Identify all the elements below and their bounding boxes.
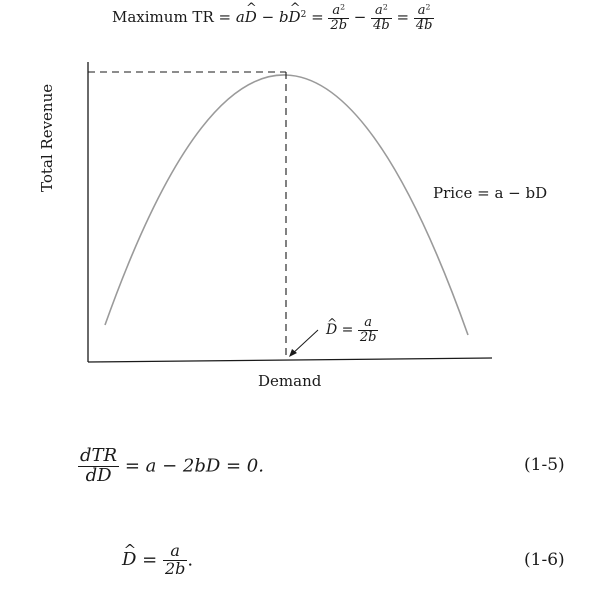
f1-den: 2b xyxy=(330,17,348,33)
dhat-den: 2b xyxy=(359,329,377,345)
fraction-a2-over-4b: a2 4b xyxy=(371,2,392,33)
f1-exp: 2 xyxy=(340,2,346,12)
fraction-a2-over-2b: a2 2b xyxy=(328,2,350,33)
dhat-num: a xyxy=(357,316,379,331)
dhat-equals: = xyxy=(337,322,358,339)
derivative-num: dTR xyxy=(78,445,120,467)
f3-num: a xyxy=(417,3,426,18)
equation-1-6-period: . xyxy=(187,549,194,571)
fraction-a2-over-4b-result: a2 4b xyxy=(413,2,435,33)
dhat-pointer-arrow xyxy=(290,329,319,356)
term2-var-hat: D xyxy=(289,8,301,26)
equation-1-6-var: D xyxy=(122,549,136,570)
f3-exp: 2 xyxy=(425,2,431,12)
f3-den: 4b xyxy=(415,17,433,33)
minus-sign-2: − xyxy=(349,8,372,27)
dhat-pointer-arrowhead xyxy=(289,349,297,357)
equation-1-6-equals: = xyxy=(136,549,163,571)
term1-var-hat: D xyxy=(245,8,257,26)
f2-num: a xyxy=(375,3,383,18)
y-axis-label: Total Revenue xyxy=(38,83,56,192)
equation-number-1-6: (1-6) xyxy=(524,550,565,570)
revenue-figure xyxy=(87,62,493,363)
equals-sign-2: = xyxy=(391,8,414,27)
equation-number-1-5: (1-5) xyxy=(524,455,565,475)
derivative-den: dD xyxy=(85,464,112,486)
term2-coef: b xyxy=(278,8,289,27)
equation-1-6-den: 2b xyxy=(164,558,186,578)
price-curve-label: Price = a − bD xyxy=(433,184,548,202)
equation-1-5-rhs: = a − 2bD = 0. xyxy=(119,455,264,477)
max-tr-lhs: Maximum TR = xyxy=(112,8,236,27)
f2-den: 4b xyxy=(373,17,390,33)
minus-sign: − xyxy=(256,8,279,27)
term1-coef: a xyxy=(235,8,245,27)
equation-1-6: D = a2b. xyxy=(122,542,194,578)
x-axis-line xyxy=(87,357,493,363)
term2-exponent: 2 xyxy=(300,9,307,20)
f1-num: a xyxy=(332,3,341,18)
dhat-var: D xyxy=(326,322,337,338)
f2-exp: 2 xyxy=(382,2,388,12)
equals-sign: = xyxy=(306,8,329,27)
x-axis-label: Demand xyxy=(258,372,322,390)
equation-1-6-num: a xyxy=(162,542,188,561)
dhat-label: D = a2b xyxy=(326,316,379,345)
